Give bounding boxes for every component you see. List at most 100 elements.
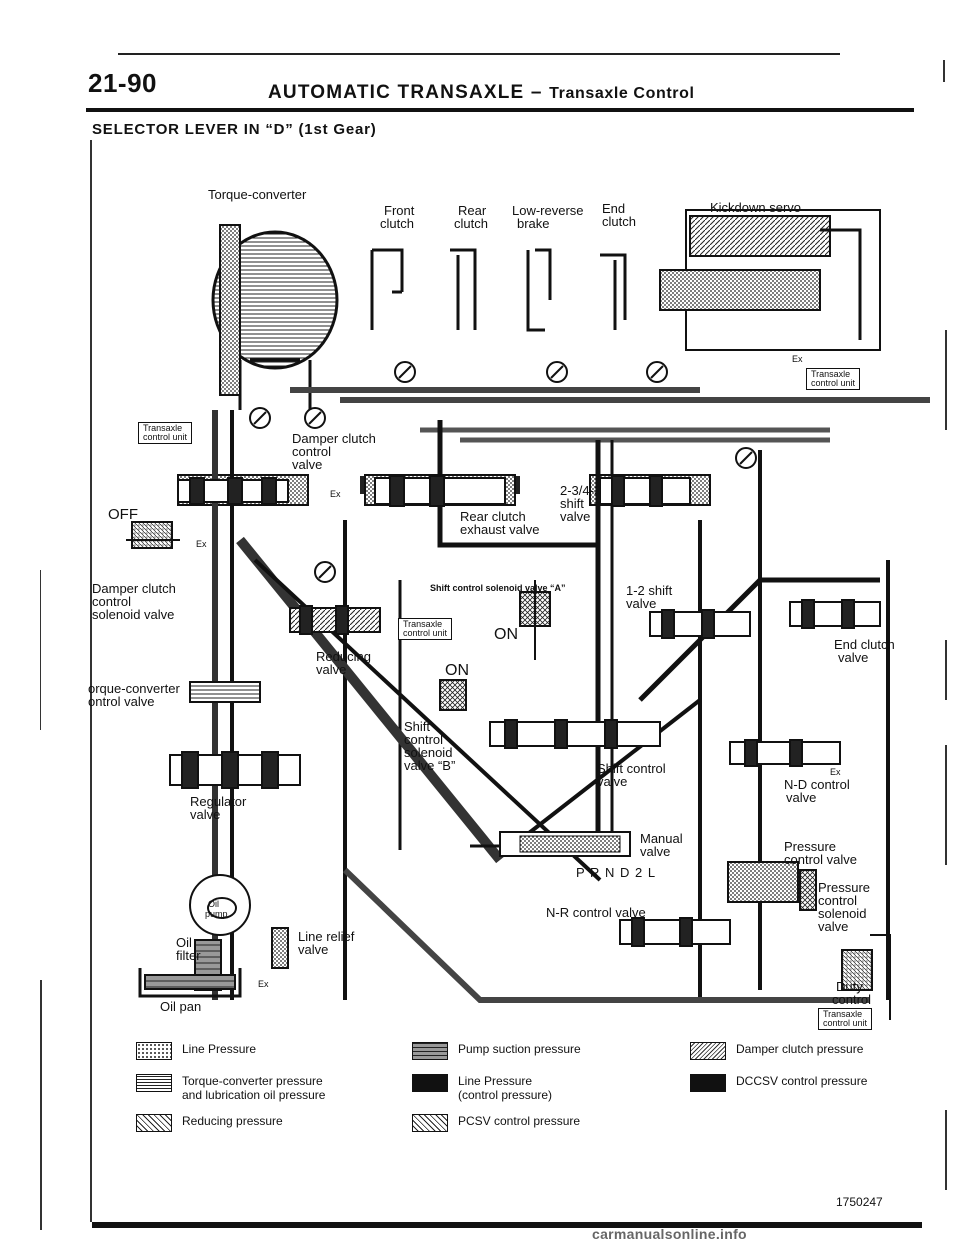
label-end-clutch: End [602,201,626,216]
label-regulator-valve-2: valve [190,807,221,822]
label-234-shift-valve: 2-3/4-3 [560,483,602,498]
label-line-relief-valve: Line relief [298,929,355,944]
label-oil-filter-2: filter [176,948,201,963]
label-shift-control-valve-2: valve [597,774,628,789]
margin-mark [943,60,945,82]
label-damper-solenoid: Damper clutch [92,581,176,596]
label-tc-control-valve: orque-converter [88,681,180,696]
label-shift-solenoid-a: Shift control solenoid valve “A” [430,583,566,593]
label-234-shift-valve-2: shift [560,496,584,511]
label-low-reverse-brake-2: brake [517,216,550,231]
label-damper-solenoid-2: control [92,594,132,609]
legend-swatch [136,1074,172,1092]
torque-converter-shape [211,230,339,370]
label-rear-clutch-exhaust: Rear clutch [460,509,526,524]
legend-swatch [412,1074,448,1092]
label-line-relief-valve-2: valve [298,942,329,957]
label-nd-control-valve: N-D control [784,777,850,792]
legend-pump-suction: Pump suction pressure [412,1042,581,1060]
label-front-clutch-2: clutch [380,216,414,231]
title-sub: Transaxle Control [549,85,695,102]
legend-swatch [690,1074,726,1092]
margin-mark [945,1110,947,1190]
label-pcsv-3: solenoid [818,906,867,921]
section-subtitle: SELECTOR LEVER IN “D” (1st Gear) [92,121,377,138]
label-rear-clutch-2: clutch [454,216,488,231]
label-oil-filter: Oil [176,935,192,950]
label-shift-solenoid-b: Shift [404,719,431,734]
margin-mark [945,330,947,430]
label-manual-valve: Manual [640,831,683,846]
legend-reducing-pressure: Reducing pressure [136,1114,283,1132]
legend-swatch [136,1042,172,1060]
figure-id: 1750247 [836,1195,883,1209]
label-damper-clutch-control-valve-3: valve [292,457,323,472]
legend-torque-pressure: Torque-converter pressure and lubricatio… [136,1074,325,1102]
label-off: OFF [108,506,138,523]
tcu-label: Transaxle [143,423,183,433]
label-damper-clutch-control-valve: Damper clutch [292,431,376,446]
label-oil-pan: Oil pan [160,999,202,1014]
label-oil-pump-2: pump [205,909,228,919]
label-pcsv-2: control [818,893,858,908]
legend-damper-pressure: Damper clutch pressure [690,1042,863,1060]
left-border [90,140,92,1222]
label-12-shift-valve: 1-2 shift [626,583,673,598]
legend-label: PCSV control pressure [458,1114,581,1128]
label-pressure-control-valve: Pressure [784,839,837,854]
title-main: AUTOMATIC TRANSAXLE – [268,82,550,103]
label-tc-control-valve-2: ontrol valve [88,694,155,709]
legend-swatch [412,1042,448,1060]
legend-swatch [136,1114,172,1132]
legend-line-pressure: Line Pressure [136,1042,256,1060]
tcu-label: Transaxle [811,369,851,379]
margin-mark [945,640,947,700]
label-kickdown-servo: Kickdown servo [710,200,802,215]
label-shift-solenoid-b-4: valve “B” [404,758,456,773]
label-ex: Ex [830,767,841,777]
legend-pcsv-pressure: PCSV control pressure [412,1114,580,1132]
label-damper-clutch-control-valve-2: control [292,444,332,459]
legend-label: Damper clutch pressure [736,1042,864,1056]
label-reducing-valve: Reducing [316,649,371,664]
tcu-label-2: control unit [823,1018,868,1028]
label-regulator-valve: Regulator [190,794,247,809]
legend-label: Line Pressure (control pressure) [458,1074,553,1102]
label-front-clutch: Front [384,203,415,218]
legend-label: Torque-converter pressure and lubricatio… [182,1074,326,1102]
label-torque-converter: Torque-converter [208,187,307,202]
label-234-shift-valve-3: valve [560,509,591,524]
label-shift-control-valve: Shift control [597,761,666,776]
tcu-label-2: control unit [811,378,856,388]
label-duty-control: Duty [836,979,863,994]
legend-label: Line Pressure [182,1042,257,1056]
label-on-a: ON [494,626,518,643]
label-shift-solenoid-b-3: solenoid [404,745,453,760]
label-low-reverse-brake: Low-reverse [512,203,584,218]
label-end-clutch-valve-2: valve [838,650,869,665]
label-pressure-control-valve-2: control valve [784,852,857,867]
legend-swatch [412,1114,448,1132]
tcu-label: Transaxle [823,1009,863,1019]
page-title: AUTOMATIC TRANSAXLE – Transaxle Control [268,82,695,104]
label-12-shift-valve-2: valve [626,596,657,611]
legend-swatch [690,1042,726,1060]
label-shift-solenoid-b-2: control [404,732,444,747]
label-pcsv: Pressure [818,880,871,895]
label-rear-clutch-exhaust-2: exhaust valve [460,522,540,537]
legend-label: DCCSV control pressure [736,1074,868,1088]
label-oil-pump: Oil [208,899,219,909]
watermark: carmanualsonline.info [592,1226,747,1242]
margin-mark [945,745,947,865]
label-rear-clutch: Rear [458,203,487,218]
label-nr-control-valve: N-R control valve [546,905,646,920]
label-reducing-valve-2: valve [316,662,347,677]
label-manual-valve-2: valve [640,844,671,859]
label-ex: Ex [258,979,269,989]
tcu-label-2: control unit [403,628,448,638]
top-rule [118,53,840,55]
